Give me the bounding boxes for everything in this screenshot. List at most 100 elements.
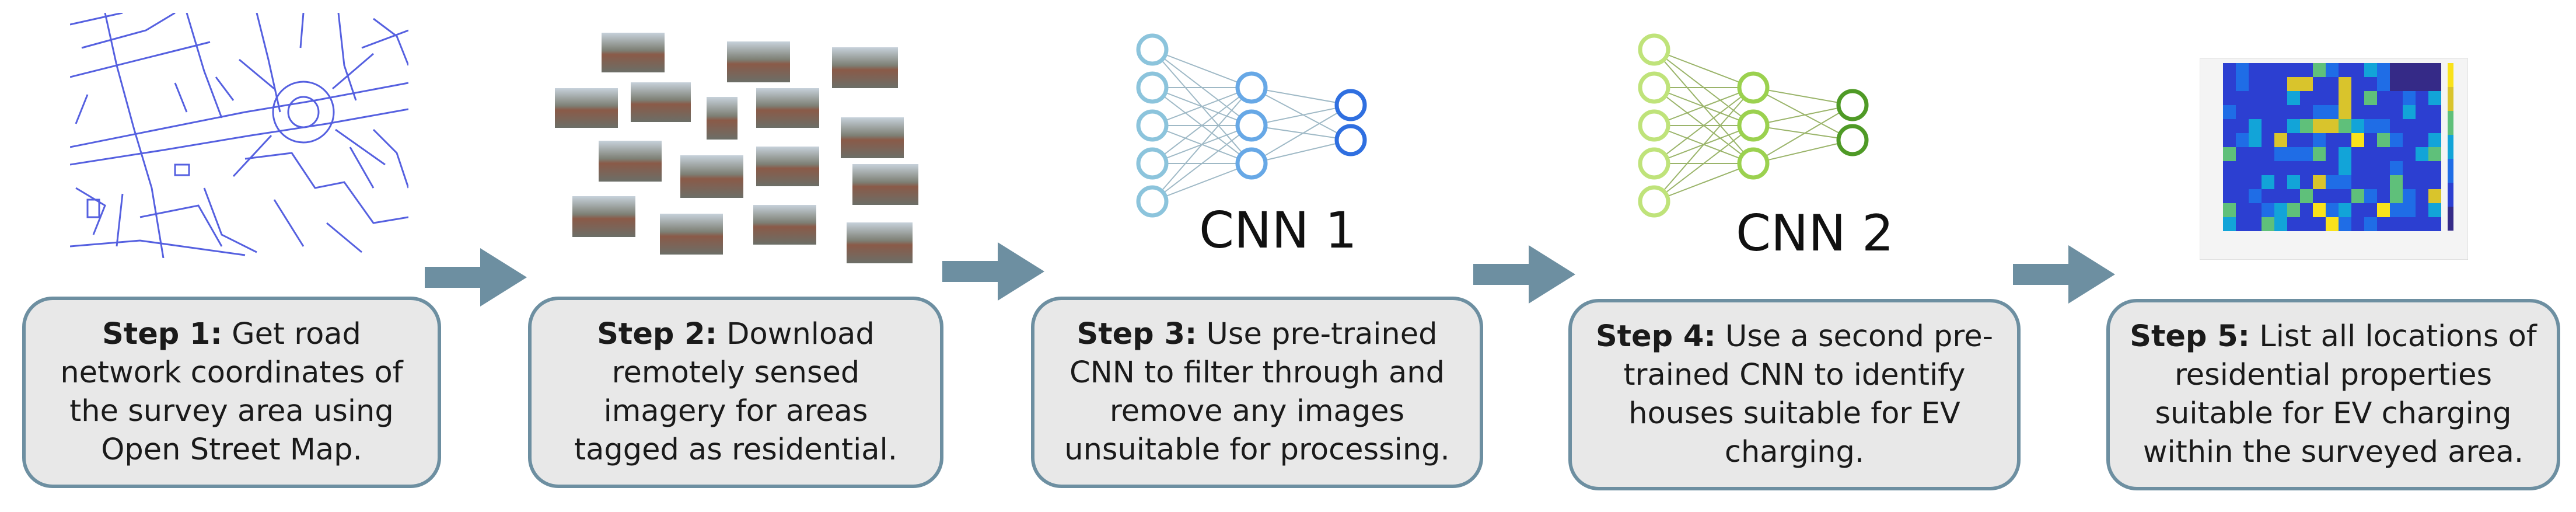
network-node [1235,147,1268,180]
heatmap-cell [2313,119,2326,133]
heatmap-cell [2274,175,2287,189]
heatmap-cell [2262,133,2274,147]
network-node [1638,185,1670,218]
network-edge [1251,87,1351,141]
heatmap-cell [2262,217,2274,231]
heatmap-cell [2351,119,2364,133]
heatmap-cell [2223,217,2236,231]
heatmap-cell [2300,133,2313,147]
heatmap-cell [2326,147,2339,161]
heatmap-cell [2274,189,2287,203]
network-edge [1152,87,1252,164]
heatmap-cell [2416,133,2428,147]
arrow-4-to-5 [2013,245,2115,304]
network-node [1136,71,1169,104]
heatmap-cell [2377,77,2390,91]
heatmap-cell [2428,77,2441,91]
heatmap-cell [2300,161,2313,175]
heatmap-cell [2236,161,2249,175]
heatmap-cell [2351,189,2364,203]
heatmap-cell [2403,147,2416,161]
heatmap-cell [2313,189,2326,203]
heatmap-cell [2390,147,2403,161]
heatmap-cell [2351,161,2364,175]
road-network-map [70,13,408,258]
network-edge [1152,125,1252,202]
heatmap-cell [2300,91,2313,105]
heatmap-cell [2313,217,2326,231]
network-node [1235,71,1268,104]
heatmap-colorbar-segment [2448,111,2453,135]
network-edge [1251,105,1351,164]
heatmap-cell [2223,189,2236,203]
heatmap-cell [2236,63,2249,77]
heatmap-cell [2377,105,2390,119]
heatmap-cell [2223,91,2236,105]
heatmap-cell [2274,119,2287,133]
cnn1-label: CNN 1 [1199,201,1357,260]
heatmap-cell [2403,77,2416,91]
network-edge [1654,87,1754,202]
heatmap-cell [2262,147,2274,161]
heatmap-cell [2351,91,2364,105]
heatmap-cell [2428,105,2441,119]
heatmap-colorbar-segment [2448,183,2453,207]
network-edge [1753,87,1853,106]
heatmap-colorbar-segment [2448,63,2453,87]
heatmap-cell [2249,147,2262,161]
heatmap-cell [2287,91,2300,105]
heatmap-cell [2351,217,2364,231]
heatmap-cell [2326,105,2339,119]
network-node [1638,33,1670,66]
heatmap-cell [2300,147,2313,161]
network-edge [1251,125,1351,141]
heatmap-cell [2390,77,2403,91]
heatmap-cell [2249,175,2262,189]
heatmap-cell [2351,63,2364,77]
heatmap-cell [2274,133,2287,147]
heatmap-cell [2326,203,2339,217]
heatmap-cell [2351,133,2364,147]
heatmap-cell [2377,175,2390,189]
heatmap-cell [2403,175,2416,189]
heatmap-cell [2223,161,2236,175]
arrow-2-to-3 [942,242,1044,301]
heatmap-colorbar-segment [2448,87,2453,111]
heatmap-cell [2326,91,2339,105]
step-5-text: List all locations of residential proper… [2142,319,2537,469]
heatmap-cell [2351,77,2364,91]
heatmap-cell [2377,147,2390,161]
network-edge [1654,163,1754,202]
step-4-box: Step 4: Use a second pre-trained CNN to … [1568,299,2021,490]
heatmap-cell [2339,203,2351,217]
heatmap-cell [2274,77,2287,91]
step-5-box: Step 5: List all locations of residentia… [2106,299,2560,490]
heatmap-cell [2274,217,2287,231]
heatmap-cell [2390,63,2403,77]
network-edge [1654,125,1754,202]
heatmap-cell [2223,63,2236,77]
network-node [1136,33,1169,66]
heatmap-cell [2236,147,2249,161]
network-node [1136,185,1169,218]
heatmap-cell [2287,105,2300,119]
heatmap-cell [2313,105,2326,119]
heatmap-cell [2364,189,2377,203]
heatmap-cell [2262,77,2274,91]
heatmap-cell [2390,203,2403,217]
network-node [1638,109,1670,142]
network-node [1737,147,1770,180]
heatmap-cell [2403,161,2416,175]
heatmap-cell [2236,119,2249,133]
heatmap-cell [2262,161,2274,175]
cnn2-network-diagram [1638,33,1869,218]
heatmap-cell [2223,105,2236,119]
heatmap-cell [2326,175,2339,189]
heatmap-cell [2428,161,2441,175]
heatmap-cell [2364,147,2377,161]
heatmap-colorbar-segment [2448,207,2453,231]
heatmap-cell [2339,119,2351,133]
heatmap-cell [2428,63,2441,77]
cnn1-network-diagram [1136,33,1367,218]
heatmap-cell [2223,133,2236,147]
